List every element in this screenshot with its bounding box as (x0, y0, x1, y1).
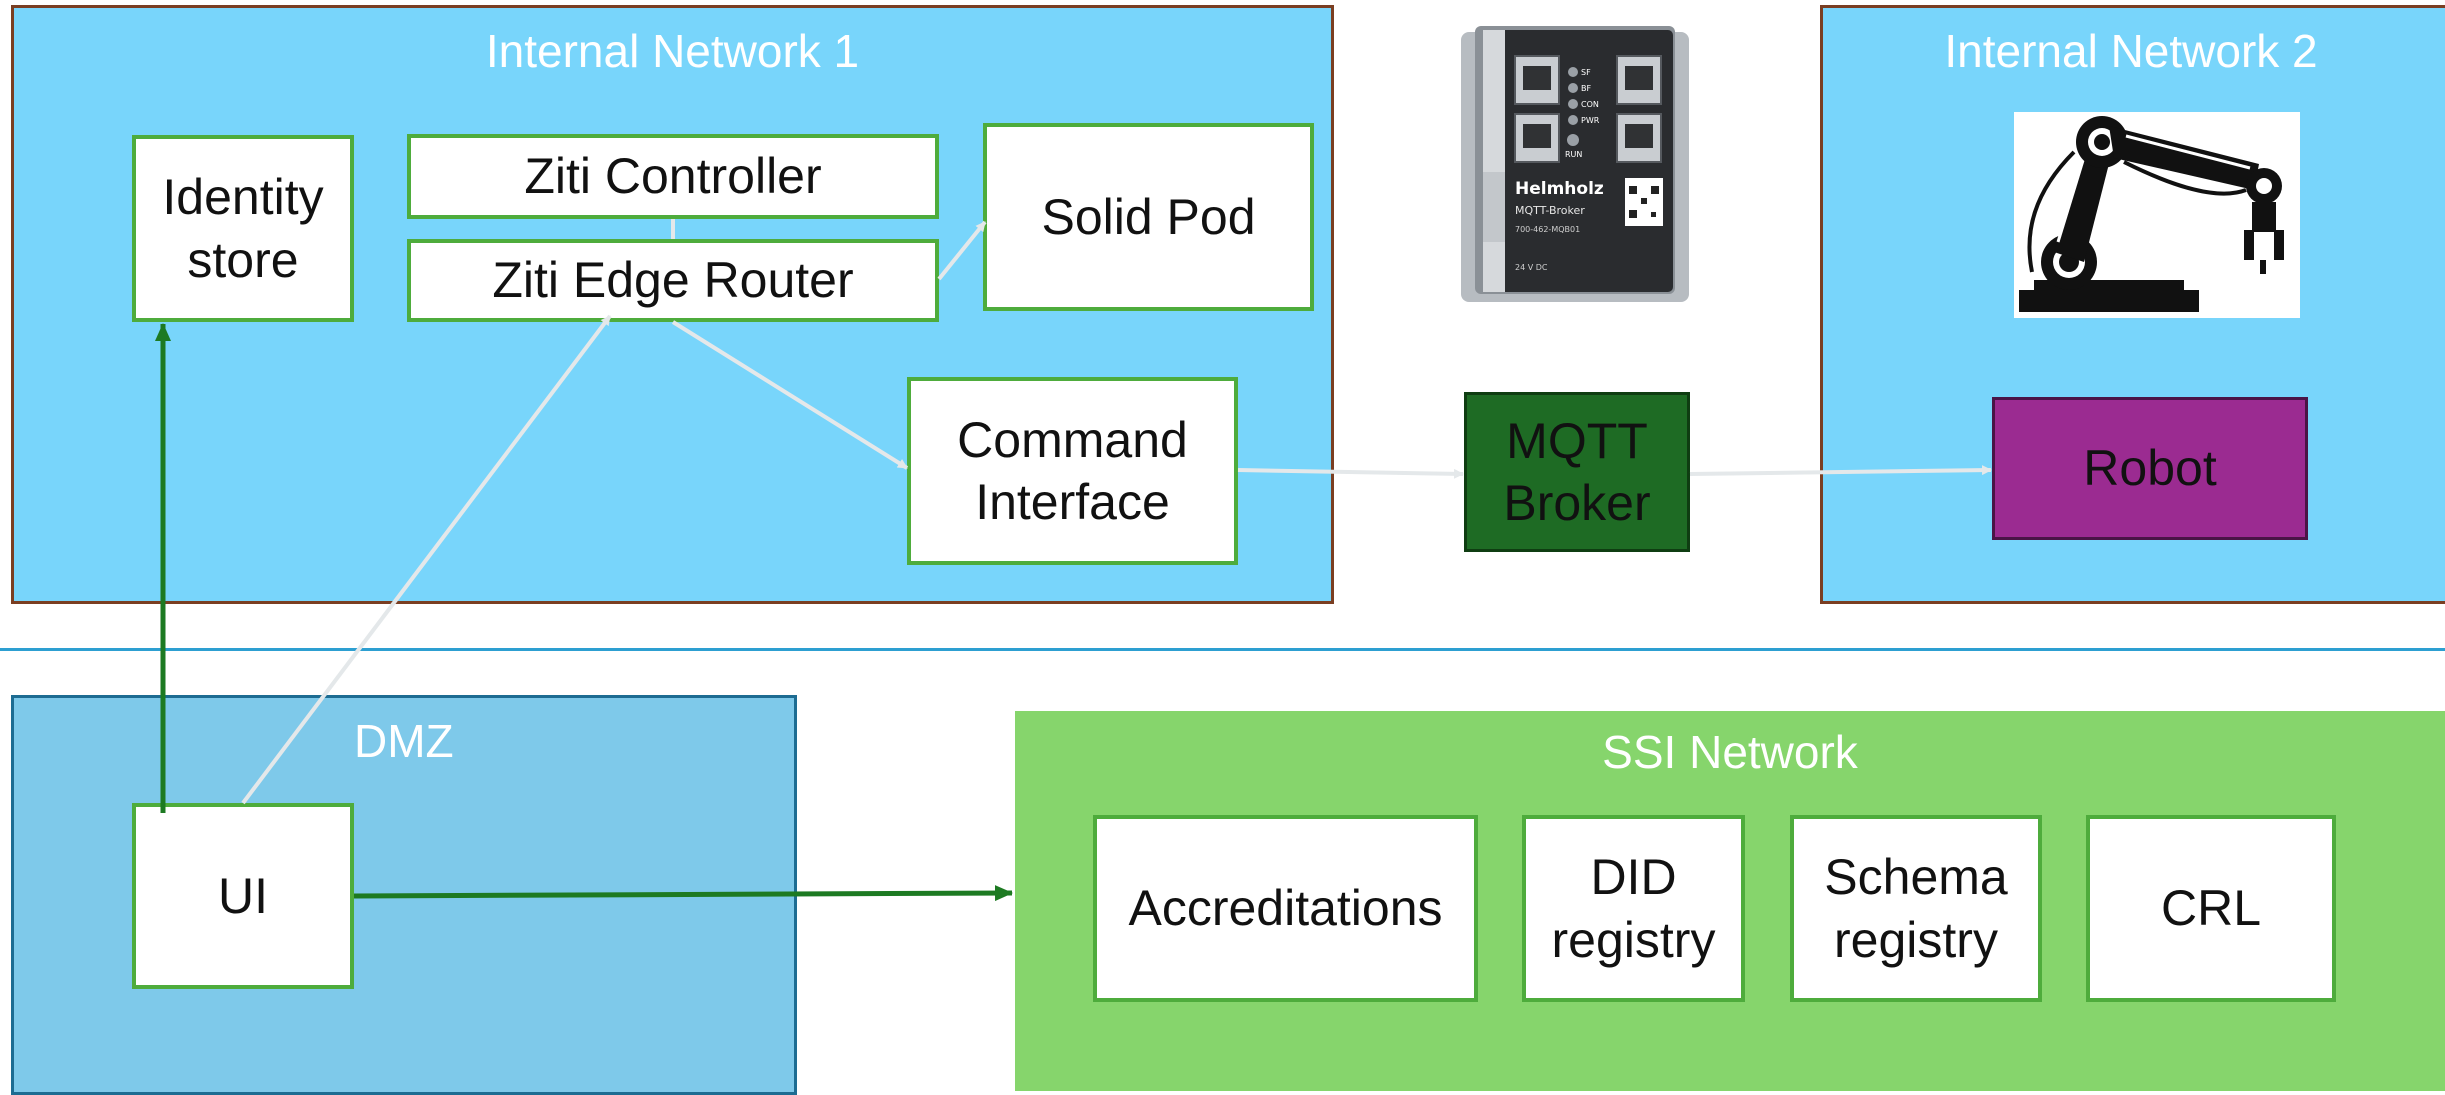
command-interface-box[interactable]: Command Interface (907, 377, 1238, 565)
internal-network-1-title: Internal Network 1 (485, 25, 860, 77)
identity-store-box[interactable]: Identity store (132, 135, 354, 322)
router-to-solid-pod-arrow (937, 220, 987, 281)
ui-to-ssi-network-arrow (353, 885, 1013, 902)
ui-box[interactable]: UI (132, 803, 354, 989)
svg-text:24 V DC: 24 V DC (1515, 263, 1548, 272)
ziti-edge-router-box[interactable]: Ziti Edge Router (407, 239, 939, 322)
svg-text:SF: SF (1581, 68, 1591, 77)
crl-box[interactable]: CRL (2086, 815, 2336, 1002)
accreditations-box[interactable]: Accreditations (1093, 815, 1478, 1002)
network-separator (0, 648, 2445, 651)
router-to-command-interface-arrow (671, 320, 909, 470)
ui-to-router-arrow (241, 314, 612, 805)
svg-text:BF: BF (1581, 84, 1591, 93)
robot-arm-icon (2014, 112, 2300, 318)
svg-text:CON: CON (1581, 100, 1599, 109)
solid-pod-box[interactable]: Solid Pod (983, 123, 1314, 311)
svg-text:MQTT-Broker: MQTT-Broker (1515, 204, 1585, 217)
dmz-title: DMZ (354, 715, 454, 767)
mqtt-broker-box[interactable]: MQTT Broker (1464, 392, 1690, 552)
mqtt-to-robot-arrow (1689, 465, 1992, 476)
robot-box[interactable]: Robot (1992, 397, 2308, 540)
command-interface-to-mqtt-arrow (1237, 468, 1464, 479)
svg-text:RUN: RUN (1565, 150, 1582, 159)
ssi-network-title: SSI Network (1602, 726, 1858, 778)
mqtt-broker-device-icon: SF BF CON PWR RUN Helmholz MQTT-Broker 7… (1455, 22, 1695, 307)
ziti-controller-box[interactable]: Ziti Controller (407, 134, 939, 219)
svg-text:700-462-MQB01: 700-462-MQB01 (1515, 225, 1580, 234)
svg-text:Helmholz: Helmholz (1515, 179, 1604, 199)
svg-text:PWR: PWR (1581, 116, 1600, 125)
schema-registry-box[interactable]: Schema registry (1790, 815, 2042, 1002)
did-registry-box[interactable]: DID registry (1522, 815, 1745, 1002)
internal-network-2-title: Internal Network 2 (1944, 25, 2318, 77)
